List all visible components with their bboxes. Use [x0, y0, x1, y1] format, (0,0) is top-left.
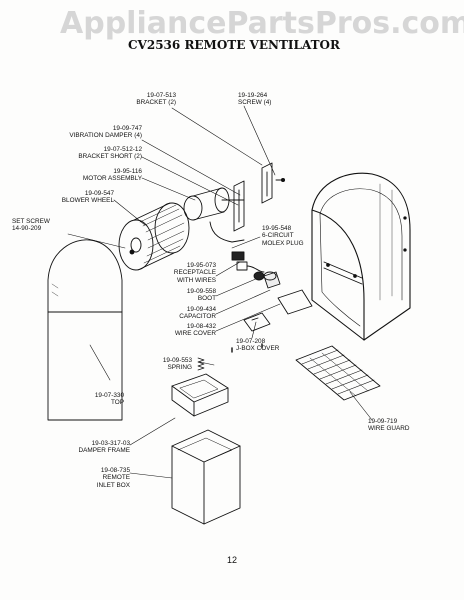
diagram-title: CV2536 REMOTE VENTILATOR: [128, 38, 340, 52]
leader-lines: [67, 105, 373, 479]
housing-part: [311, 172, 411, 341]
wire-cover-part: [277, 289, 313, 315]
receptacle-part: [236, 261, 265, 273]
boot-part: [253, 271, 265, 281]
inlet-box-part: [171, 429, 241, 525]
capacitor-part: [263, 271, 281, 289]
spring-part: [197, 357, 205, 371]
page-number: 12: [227, 555, 238, 565]
wire-guard-part: [295, 345, 381, 401]
damper-frame-part: [171, 373, 229, 417]
bracket-part: [233, 162, 286, 232]
motor-assembly-part: [183, 187, 245, 243]
jbox-cover-part: [231, 312, 271, 353]
blower-wheel-part: [118, 202, 190, 271]
molex-plug-part: [231, 251, 245, 261]
top-panel-part: [47, 239, 123, 421]
watermark: AppliancePartsPros.com: [60, 6, 464, 41]
